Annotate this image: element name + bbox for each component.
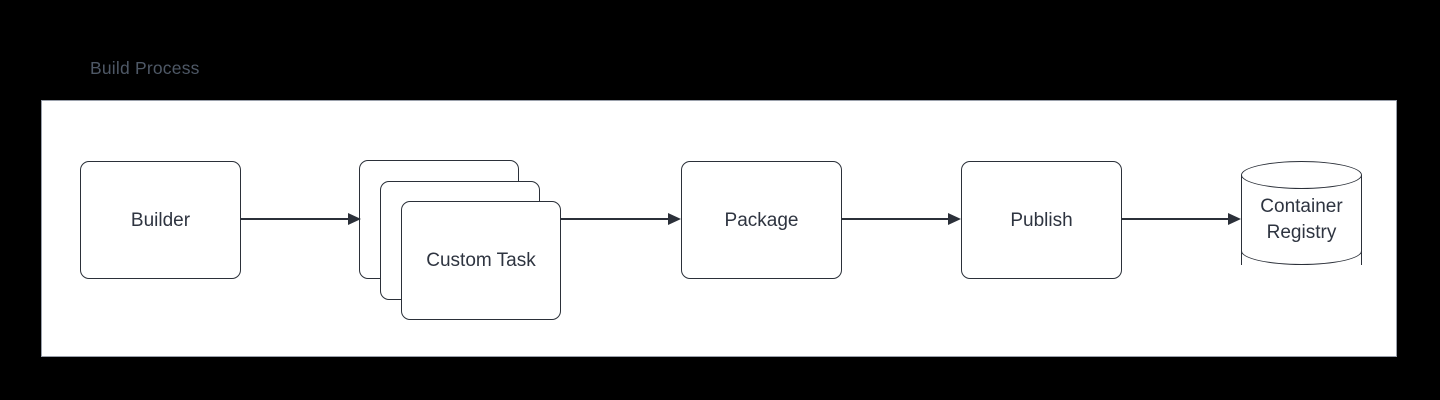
arrowhead-icon bbox=[348, 213, 361, 225]
node-custom-task-front[interactable]: Custom Task bbox=[401, 201, 561, 320]
node-package-label: Package bbox=[724, 209, 799, 231]
diagram-title: Build Process bbox=[90, 58, 200, 78]
edge-package-to-publish bbox=[842, 211, 962, 227]
node-publish[interactable]: Publish bbox=[961, 161, 1122, 279]
node-custom-task-front-label: Custom Task bbox=[426, 250, 536, 271]
edge-shaft bbox=[561, 218, 669, 220]
cylinder-top-cap bbox=[1241, 161, 1362, 189]
edge-shaft bbox=[842, 218, 949, 220]
edge-shaft bbox=[241, 218, 349, 220]
node-package[interactable]: Package bbox=[681, 161, 842, 279]
arrowhead-icon bbox=[1228, 213, 1241, 225]
node-container-registry-label: Container Registry bbox=[1260, 196, 1343, 243]
build-process-panel: Builder Custom Task Custom Task Custom T… bbox=[41, 100, 1397, 357]
node-container-registry[interactable]: Container Registry bbox=[1241, 161, 1362, 279]
node-publish-label: Publish bbox=[1010, 209, 1073, 231]
edge-publish-to-container-registry bbox=[1122, 211, 1242, 227]
edge-builder-to-custom-task bbox=[241, 211, 361, 227]
node-builder[interactable]: Builder bbox=[80, 161, 241, 279]
cylinder-body bbox=[1241, 175, 1362, 265]
arrowhead-icon bbox=[948, 213, 961, 225]
edge-custom-task-to-package bbox=[561, 211, 682, 227]
edge-shaft bbox=[1122, 218, 1229, 220]
node-builder-label: Builder bbox=[130, 209, 191, 231]
arrowhead-icon bbox=[668, 213, 681, 225]
